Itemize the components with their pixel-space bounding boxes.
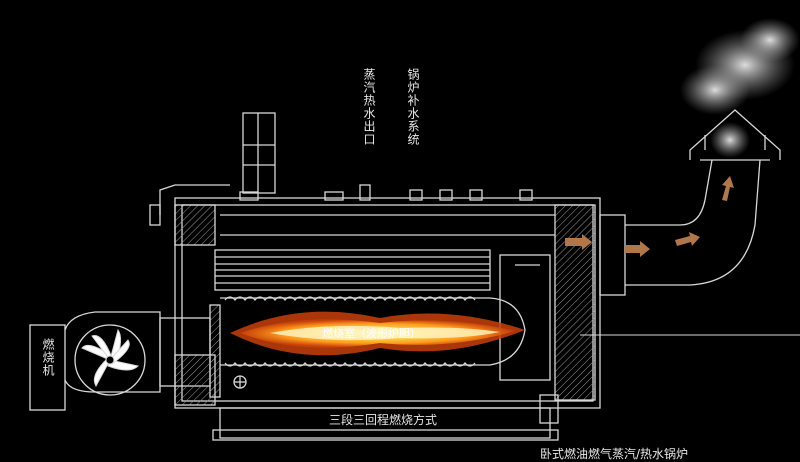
burner-label: 燃烧机	[41, 338, 55, 377]
feedwater-system-label: 锅炉补水系统	[406, 68, 420, 146]
combustion-mode-label: 三段三回程燃烧方式	[329, 413, 438, 427]
bottom-right-caption: 卧式燃油燃气蒸汽/热水锅炉	[540, 447, 689, 461]
flue-chimney	[599, 109, 781, 296]
burner-unit	[29, 304, 221, 411]
burner-flame	[230, 311, 525, 356]
flame-text: 燃烧室（波形炉胆）	[322, 327, 421, 340]
boiler-shell	[174, 184, 601, 409]
steam-outlet-label: 蒸汽热水出口	[362, 68, 376, 146]
level-gauge	[149, 112, 276, 226]
boiler-base	[212, 394, 559, 441]
fan-icon	[81, 328, 140, 388]
smoke-plume	[680, 18, 800, 158]
flue-gas-arrows	[565, 176, 734, 257]
